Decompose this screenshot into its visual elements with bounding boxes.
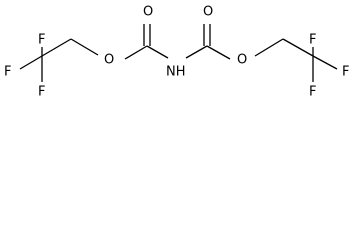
bond-n-c-right (185, 45, 208, 59)
atom-o-ester-left: O (104, 53, 114, 68)
atom-f-right-top: F (309, 33, 316, 48)
atom-f-left-mid: F (4, 65, 11, 80)
bond-o-c-left (124, 45, 148, 60)
atom-f-left-bottom: F (38, 85, 45, 100)
bond-c-n-left (146, 45, 169, 59)
bond-ch2-o-left (70, 38, 99, 56)
bond-c-o-right (206, 45, 231, 60)
molecule-structure: F F F O O NH O O F F F (4, 5, 349, 100)
bond-c-f-left-mid (19, 55, 43, 70)
bond-c-f-right-mid (312, 55, 338, 70)
atom-o-carbonyl-left: O (143, 5, 153, 20)
atom-o-ester-right: O (237, 53, 247, 68)
bond-ch2-cf3-right (282, 38, 314, 57)
atom-n-imide: NH (166, 65, 186, 80)
atom-f-right-bottom: F (309, 85, 316, 100)
atom-f-left-top: F (38, 33, 45, 48)
bond-cf3-ch2-left (41, 38, 72, 57)
atom-f-right-mid: F (342, 65, 349, 80)
atom-o-carbonyl-right: O (203, 5, 213, 20)
bond-o-ch2-right (254, 38, 284, 57)
